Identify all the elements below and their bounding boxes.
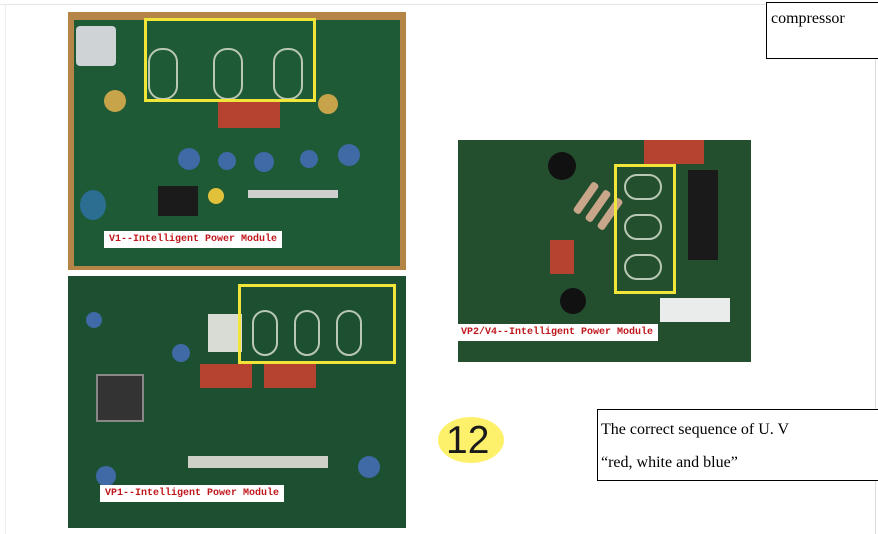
ipm-terminal bbox=[294, 310, 320, 356]
capacitor bbox=[80, 190, 106, 220]
connector-block bbox=[76, 26, 116, 66]
capacitor bbox=[254, 152, 274, 172]
connector-block bbox=[660, 298, 730, 322]
capacitor bbox=[172, 344, 190, 362]
capacitor-block bbox=[264, 364, 316, 388]
capacitor bbox=[358, 456, 380, 478]
page-right-rule bbox=[875, 4, 876, 534]
capacitor bbox=[338, 144, 360, 166]
ipm-terminal bbox=[624, 254, 662, 280]
callout-line-2: “red, white and blue” bbox=[601, 454, 738, 471]
capacitor-block bbox=[218, 102, 280, 128]
callout-text: compressor bbox=[771, 10, 845, 27]
capacitor bbox=[300, 150, 318, 168]
photo-v1-board: V1--Intelligent Power Module bbox=[68, 12, 406, 270]
capacitor bbox=[96, 466, 116, 486]
module-label: VP1--Intelligent Power Module bbox=[100, 485, 285, 502]
ipm-terminal bbox=[252, 310, 278, 356]
capacitor bbox=[86, 312, 102, 328]
connector-block bbox=[208, 314, 242, 352]
sensor-component bbox=[560, 288, 586, 314]
capacitor bbox=[208, 188, 224, 204]
callout-compressor: compressor bbox=[766, 2, 878, 59]
capacitor bbox=[218, 152, 236, 170]
page-top-rule bbox=[0, 4, 878, 5]
page-number-badge: 12 bbox=[436, 415, 510, 467]
capacitor-block bbox=[550, 240, 574, 274]
highlight-box bbox=[238, 284, 396, 364]
capacitor bbox=[178, 148, 200, 170]
photo-vp1-board: VP1--Intelligent Power Module bbox=[68, 276, 406, 528]
header-strip bbox=[248, 190, 338, 198]
module-label: VP2/V4--Intelligent Power Module bbox=[458, 324, 659, 341]
processor-chip bbox=[96, 374, 144, 422]
module-label: V1--Intelligent Power Module bbox=[104, 231, 283, 248]
badge-background bbox=[438, 417, 504, 463]
screw-hole bbox=[104, 90, 126, 112]
screw-hole bbox=[548, 152, 576, 180]
page-left-rule bbox=[5, 4, 6, 534]
callout-sequence: The correct sequence of U. V “red, white… bbox=[597, 409, 878, 481]
capacitor-block bbox=[200, 364, 252, 388]
screw-hole bbox=[318, 94, 338, 114]
badge-number: 12 bbox=[446, 419, 490, 462]
capacitor-block bbox=[644, 140, 704, 164]
highlight-box bbox=[144, 18, 316, 102]
header-strip bbox=[188, 456, 328, 468]
chip-component bbox=[158, 186, 198, 216]
photo-vp2-v4-board: VP2/V4--Intelligent Power Module bbox=[458, 140, 751, 362]
callout-line-1: The correct sequence of U. V bbox=[601, 421, 790, 438]
ipm-terminal bbox=[336, 310, 362, 356]
highlight-box bbox=[614, 164, 676, 294]
chip-component bbox=[688, 170, 718, 260]
ipm-terminal bbox=[624, 174, 662, 200]
ipm-terminal bbox=[624, 214, 662, 240]
